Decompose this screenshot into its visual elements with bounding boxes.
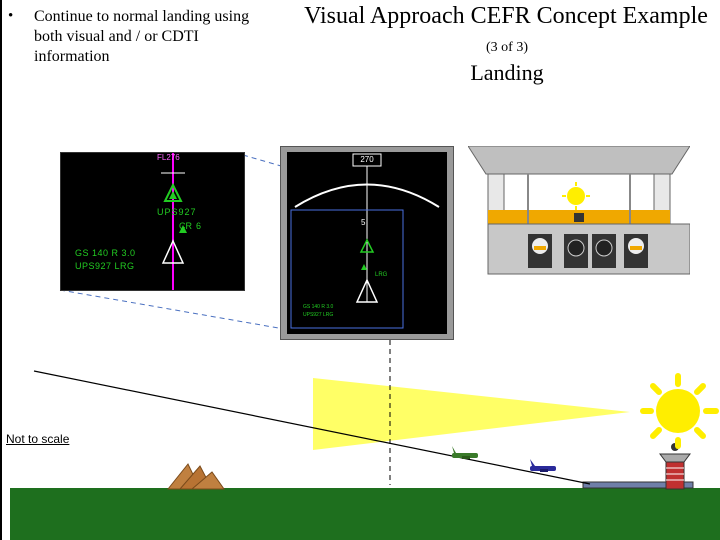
cdti-zoom-panel: FL276 UPS927 CR 6 GS 140 R 3.0 UPS927 LR… bbox=[60, 152, 245, 291]
bullet-marker: • bbox=[8, 8, 14, 24]
ownship-symbol bbox=[161, 239, 185, 264]
zoom-traffic-value: 6 bbox=[196, 221, 202, 231]
slide-subtitle: (3 of 3) bbox=[486, 40, 528, 55]
bullet-text: Continue to normal landing using both vi… bbox=[34, 8, 250, 65]
zoom-top-label: FL276 bbox=[157, 153, 180, 162]
slide-title: Visual Approach CEFR Concept Example bbox=[304, 3, 708, 29]
cockpit-overhead-panel bbox=[468, 146, 690, 175]
zoom-gs-line: GS 140 R 3.0 bbox=[75, 248, 136, 258]
heading-readout: 270 bbox=[360, 155, 374, 164]
cockpit-tower-icon bbox=[574, 213, 584, 222]
zoom-connector-bottom bbox=[59, 289, 291, 331]
ownship-aircraft-icon bbox=[530, 459, 556, 472]
zoom-traffic-callsign: UPS927 bbox=[157, 207, 197, 217]
display-info-line-1: GS 140 R 3.0 bbox=[303, 304, 334, 310]
glide-path bbox=[33, 370, 591, 485]
page-number: 0 bbox=[4, 524, 11, 536]
display-info-line-2: UPS927 LRG bbox=[303, 312, 334, 318]
control-tower-icon bbox=[659, 443, 691, 490]
instrument-panel bbox=[487, 223, 690, 275]
sun-icon bbox=[640, 373, 719, 449]
range-mark: 5 bbox=[361, 218, 366, 227]
range-box bbox=[290, 209, 404, 329]
traffic-symbol-upper bbox=[163, 182, 183, 202]
section-heading: Landing bbox=[470, 60, 544, 85]
display-ownship-symbol bbox=[355, 278, 379, 303]
light-beam bbox=[313, 378, 630, 450]
cdti-zoom-graphic bbox=[161, 153, 187, 290]
cockpit-sun-icon bbox=[562, 182, 590, 210]
sun-disc bbox=[656, 389, 700, 433]
slide-left-border bbox=[0, 0, 2, 540]
display-traffic-symbol bbox=[359, 238, 375, 253]
ground bbox=[10, 488, 720, 540]
runway bbox=[582, 481, 694, 489]
display-traffic-tag: LRG bbox=[375, 272, 388, 278]
not-to-scale-note: Not to scale bbox=[6, 432, 70, 446]
instrument-gauges bbox=[528, 234, 648, 268]
cockpit-view bbox=[468, 146, 690, 275]
mountains-icon bbox=[166, 463, 225, 490]
lead-aircraft-icon bbox=[452, 446, 478, 459]
cdti-display-graphic bbox=[290, 153, 440, 329]
traffic-symbol-lower bbox=[179, 225, 187, 233]
zoom-callsign-line: UPS927 LRG bbox=[75, 261, 135, 271]
cdti-display-screen: 270 5 LRG GS 140 R 3.0 UPS927 LRG bbox=[287, 152, 447, 334]
cdti-display-bezel: 270 5 LRG GS 140 R 3.0 UPS927 LRG bbox=[280, 146, 454, 340]
zoom-traffic-code: CR bbox=[179, 221, 192, 231]
